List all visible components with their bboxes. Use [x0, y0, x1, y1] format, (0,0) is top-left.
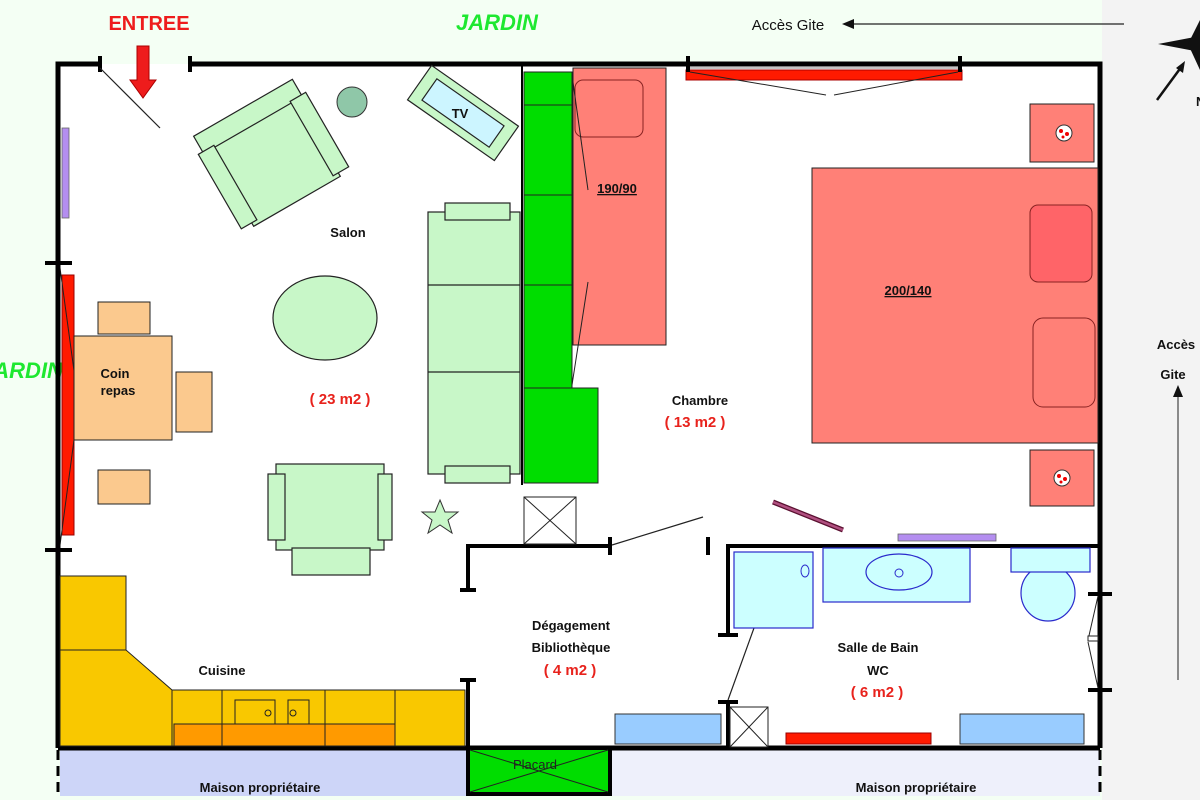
bathroom-door-swing[interactable] — [727, 627, 755, 701]
toilet — [1010, 547, 1091, 622]
nightstand-top — [1029, 103, 1095, 163]
radiator-salon-left — [61, 127, 70, 219]
armchair-bottom — [267, 463, 393, 576]
armchair-top — [192, 78, 350, 230]
jardin-top-label: JARDIN — [456, 10, 539, 35]
salle-de-bain-label-2: WC — [867, 663, 889, 678]
coin-repas-label-1: Coin — [101, 366, 130, 381]
degagement-label-2: Bibliothèque — [532, 640, 611, 655]
side-table — [336, 86, 368, 118]
jardin-left-label: JARDIN — [0, 358, 64, 383]
bookshelf — [523, 71, 599, 484]
placard-label: Placard — [513, 757, 557, 772]
entree-label: ENTREE — [108, 13, 189, 35]
double-bed — [811, 167, 1099, 444]
radiator-degagement — [614, 713, 722, 745]
window-wc-right — [1087, 595, 1099, 689]
wall-ticks — [45, 56, 1112, 692]
kitchen-sink — [234, 699, 310, 725]
radiator-bathroom — [959, 713, 1085, 745]
storage-box-chambre — [523, 496, 577, 545]
dining-set — [73, 301, 213, 505]
nightstand-bottom — [1029, 449, 1095, 507]
chambre-label: Chambre — [672, 393, 728, 408]
salon-label: Salon — [330, 225, 365, 240]
interior-walls — [460, 64, 1100, 748]
cuisine-label: Cuisine — [199, 663, 246, 678]
tv-unit — [406, 64, 520, 162]
washbasin — [822, 547, 971, 603]
chambre-area: ( 13 m2 ) — [665, 414, 726, 431]
maison-right-label: Maison propriétaire — [856, 780, 977, 795]
heater-bathroom — [785, 732, 932, 745]
sofa — [427, 202, 521, 484]
salle-de-bain-label-1: Salle de Bain — [838, 640, 919, 655]
maison-left-label: Maison propriétaire — [200, 780, 321, 795]
acces-gite-right-label-1: Accès — [1157, 337, 1195, 352]
shower — [733, 551, 814, 629]
degagement-label-1: Dégagement — [532, 618, 611, 633]
single-bed-size: 190/90 — [597, 181, 637, 196]
tv-label: TV — [452, 106, 469, 121]
salon-area: ( 23 m2 ) — [310, 391, 371, 408]
acces-gite-top-label: Accès Gite — [752, 17, 825, 34]
window-salon-left — [61, 274, 75, 536]
kitchen-worktop — [173, 723, 396, 747]
window-chambre-top — [685, 69, 963, 81]
plant-star-icon — [420, 498, 460, 535]
compass-icon — [1155, 20, 1200, 101]
owner-house-right — [612, 750, 1100, 796]
radiator-chambre — [897, 533, 997, 542]
owner-house-left — [60, 750, 466, 796]
single-bed — [571, 67, 667, 386]
salle-de-bain-area: ( 6 m2 ) — [851, 684, 904, 701]
entry-door-swing[interactable] — [99, 67, 161, 129]
arrow-left-icon — [842, 19, 854, 29]
placard[interactable] — [466, 746, 612, 796]
storage-box-bathroom — [729, 706, 769, 748]
window-swing-lines — [689, 67, 959, 96]
compass-label: N — [1196, 94, 1200, 109]
acces-gite-right-label-2: Gite — [1160, 367, 1185, 382]
chambre-door-swing[interactable] — [611, 516, 704, 546]
double-bed-size: 200/140 — [885, 283, 932, 298]
entry-arrow-icon — [129, 45, 157, 99]
coffee-table — [272, 275, 378, 361]
degagement-area: ( 4 m2 ) — [544, 662, 597, 679]
right-margin-area — [1102, 0, 1200, 800]
coin-repas-label-2: repas — [101, 383, 136, 398]
arrow-up-icon — [1173, 385, 1183, 397]
